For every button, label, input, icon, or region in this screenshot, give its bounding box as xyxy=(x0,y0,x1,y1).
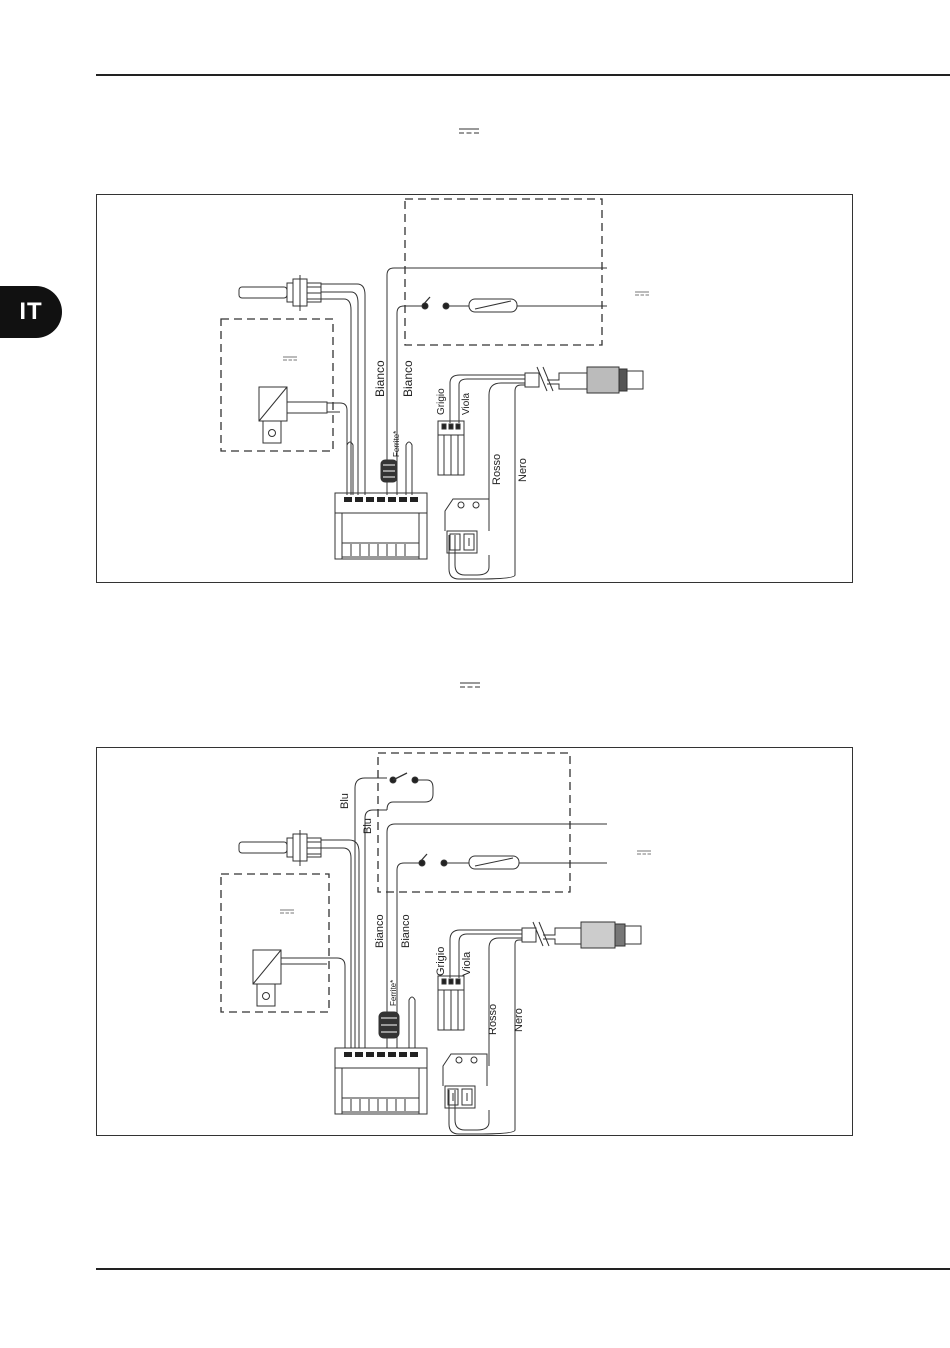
wiring-diagram-2: Blu Blu Bianco Bianco Ferrite* Grigio Vi… xyxy=(96,747,853,1136)
sensor-dashed-box xyxy=(221,319,333,451)
wiring-diagram-1-drawing: Bianco Bianco Ferrite* Grigio Viola Ross… xyxy=(97,195,854,584)
ferrite-label: Ferrite* xyxy=(389,980,398,1006)
dc-symbol-icon xyxy=(460,681,480,689)
dc-symbol-icon xyxy=(459,127,479,135)
sensor-icon xyxy=(253,950,327,1006)
ferrite-icon xyxy=(379,1012,399,1038)
three-pin-connector-icon xyxy=(438,976,464,1030)
switch-dashed-box xyxy=(405,199,602,345)
dc-symbol-icon xyxy=(283,357,297,360)
reed-switch-icon xyxy=(422,297,607,312)
wire-label-violet: Viola xyxy=(461,393,472,415)
wire-label-violet: Viola xyxy=(461,951,473,976)
wire-label-black: Nero xyxy=(517,458,529,482)
dc-symbol-icon xyxy=(635,292,649,295)
wire-label-white-2: Bianco xyxy=(401,360,415,397)
probe-connector-icon xyxy=(239,275,321,311)
contact-switch-icon xyxy=(387,773,433,810)
wiring-diagram-2-drawing: Blu Blu Bianco Bianco Ferrite* Grigio Vi… xyxy=(97,748,854,1137)
power-connector-icon xyxy=(445,499,489,553)
wire-label-red: Rosso xyxy=(487,1004,499,1035)
wire-label-white-2: Bianco xyxy=(400,914,412,948)
terminal-block-icon xyxy=(335,493,427,559)
wire-label-white-1: Bianco xyxy=(374,914,386,948)
wire-label-black: Nero xyxy=(513,1008,525,1032)
wire-label-blue-2: Blu xyxy=(362,818,374,834)
top-rule xyxy=(96,74,950,76)
probe-connector-icon xyxy=(239,830,321,866)
wire-label-blue-1: Blu xyxy=(339,793,351,809)
wiring-diagram-1: Bianco Bianco Ferrite* Grigio Viola Ross… xyxy=(96,194,853,583)
bottom-rule xyxy=(96,1268,950,1270)
sensor-icon xyxy=(259,387,327,443)
wire-label-white-1: Bianco xyxy=(373,360,387,397)
terminal-block-icon xyxy=(335,1048,427,1114)
three-pin-connector-icon xyxy=(438,421,464,475)
ferrite-icon xyxy=(381,460,397,482)
wire-label-red: Rosso xyxy=(491,454,503,485)
switch-dashed-box xyxy=(378,753,570,892)
sensor-plug-icon xyxy=(543,922,641,948)
reed-switch-icon xyxy=(419,854,607,869)
sensor-plug-icon xyxy=(547,367,643,393)
power-connector-icon xyxy=(443,1054,487,1108)
wire-label-grey: Grigio xyxy=(435,947,447,976)
wire-label-grey: Grigio xyxy=(436,388,447,415)
ferrite-label: Ferrite* xyxy=(392,431,401,457)
language-tab: IT xyxy=(0,286,62,338)
dc-symbol-icon xyxy=(637,851,651,854)
dc-symbol-icon xyxy=(280,910,294,913)
